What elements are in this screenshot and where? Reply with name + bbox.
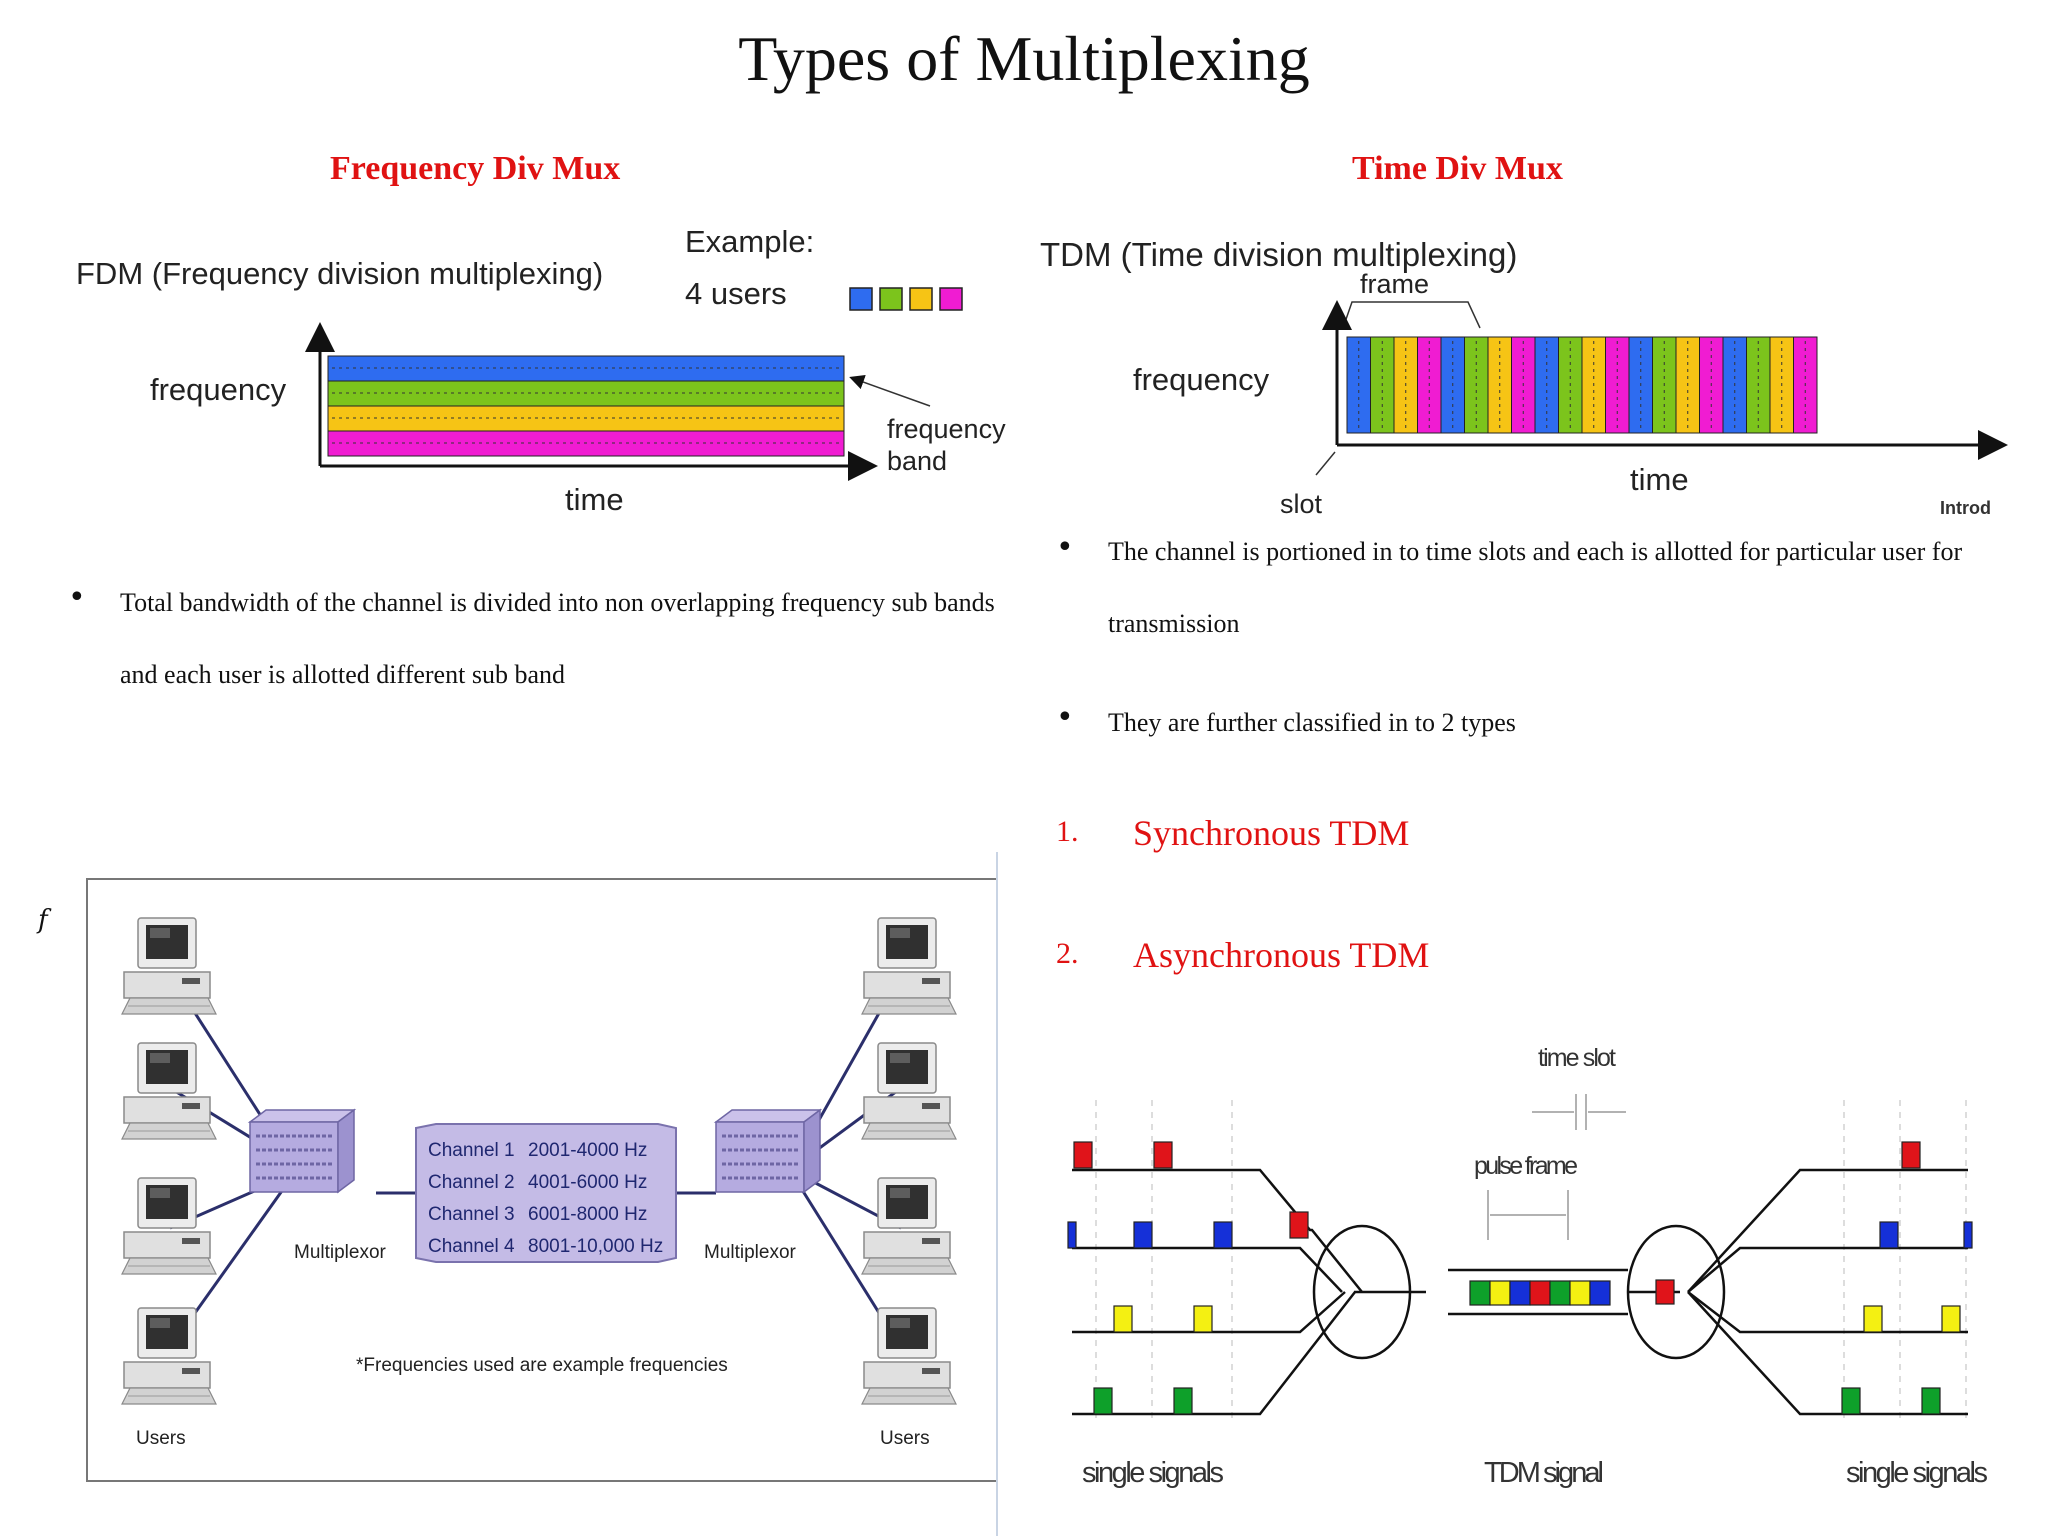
tdm-section-title: Time Div Mux (1352, 150, 1563, 187)
tdm-bullet-text-2: They are further classified in to 2 type… (1108, 708, 1516, 737)
tdm-type-2-label: Asynchronous TDM (1133, 935, 1430, 975)
tdm-diagram-title: TDM (Time division multiplexing) (1040, 236, 1517, 273)
fdm-section-title: Frequency Div Mux (330, 150, 621, 187)
mux-left-label: Multiplexor (294, 1242, 387, 1263)
users-left-label: Users (136, 1428, 186, 1449)
frequency-footnote: *Frequencies used are example frequencie… (356, 1355, 728, 1376)
figure-corner-mark: f (38, 905, 48, 935)
fdm-users-label: 4 users (685, 276, 787, 311)
slot-pointer (1315, 451, 1336, 476)
channel-1-range: 2001-4000 Hz (528, 1140, 647, 1161)
channel-4-range: 8001-10,000 Hz (528, 1236, 663, 1257)
fdm-x-label: time (565, 482, 624, 517)
channel-3-range: 6001-8000 Hz (528, 1204, 647, 1225)
user-swatch-3 (909, 287, 933, 311)
multiplexor-icon (714, 1108, 822, 1194)
tdm-bullet-dot-2: • (1056, 700, 1074, 735)
channel-1-name: Channel 1 (428, 1140, 515, 1161)
fdm-diagram-title: FDM (Frequency division multiplexing) (76, 256, 603, 291)
tdm-corner-label: Introd (1940, 498, 1991, 518)
fdm-diagram: FDM (Frequency division multiplexing) Ex… (76, 224, 1006, 517)
time-slot-label: time slot (1538, 1044, 1616, 1072)
tdm-y-label: frequency (1133, 362, 1270, 397)
channel-4-name: Channel 4 (428, 1236, 515, 1257)
tdm-frame-label: frame (1360, 269, 1429, 299)
single-signals-left-label: single signals (1082, 1457, 1224, 1489)
tdm-bullet-dot-1: • (1056, 530, 1074, 565)
pulse-frame-label: pulse frame (1474, 1152, 1578, 1180)
channel-2-name: Channel 2 (428, 1172, 515, 1193)
channel-list: Channel 1 2001-4000 Hz Channel 2 4001-60… (428, 1140, 663, 1257)
user-swatch-4 (939, 287, 963, 311)
mux-switch-right (1626, 1224, 1726, 1360)
channel-3-name: Channel 3 (428, 1204, 515, 1225)
channel-box (415, 1123, 677, 1263)
frame-bracket (1342, 301, 1481, 329)
channel-2-range: 4001-6000 Hz (528, 1172, 647, 1193)
fdm-user-swatches (849, 287, 963, 311)
fdm-example-label: Example: (685, 224, 814, 259)
column-divider (996, 852, 998, 1536)
fdm-bullet-text: Total bandwidth of the channel is divide… (120, 588, 995, 689)
tdm-slot-label: slot (1280, 489, 1323, 519)
fdm-frequency-bands (327, 355, 845, 457)
single-signals-right-label: single signals (1846, 1457, 1988, 1489)
signal-lines (1072, 1168, 1968, 1416)
tdm-diagram: TDM (Time division multiplexing) frame f… (1040, 236, 2008, 519)
mux-right-label: Multiplexor (704, 1242, 797, 1263)
fdm-y-label: frequency (150, 372, 287, 407)
tdm-bullet-text-1: The channel is portioned in to time slot… (1108, 537, 1963, 638)
dimension-marks (1487, 1094, 1626, 1240)
tdm-type-2-num: 2. (1056, 937, 1079, 970)
user-swatch-2 (879, 287, 903, 311)
user-swatch-1 (849, 287, 873, 311)
frequency-band-pointer (849, 374, 931, 407)
guide-lines (1095, 1100, 1967, 1420)
fdm-bullet-dot: • (68, 580, 86, 615)
tdm-x-label: time (1630, 462, 1689, 497)
page-title: Types of Multiplexing (738, 23, 1310, 94)
mux-switch-left (1312, 1224, 1412, 1360)
multiplexor-icon (248, 1108, 356, 1194)
fdm-band-label-line2: band (887, 446, 947, 476)
tdm-type-1-num: 1. (1056, 815, 1079, 848)
users-right-label: Users (880, 1428, 930, 1449)
tdm-time-slots (1346, 336, 1818, 434)
tdm-signal-label: TDM signal (1484, 1457, 1604, 1489)
signal-pulses (1067, 1141, 1973, 1415)
tdm-signal-figure: time slot pulse frame single signals TDM… (1067, 1044, 1988, 1489)
tdm-type-1-label: Synchronous TDM (1133, 813, 1410, 853)
fdm-network-figure: Channel 1 2001-4000 Hz Channel 2 4001-60… (86, 878, 996, 1482)
fdm-band-label-line1: frequency (887, 414, 1006, 444)
